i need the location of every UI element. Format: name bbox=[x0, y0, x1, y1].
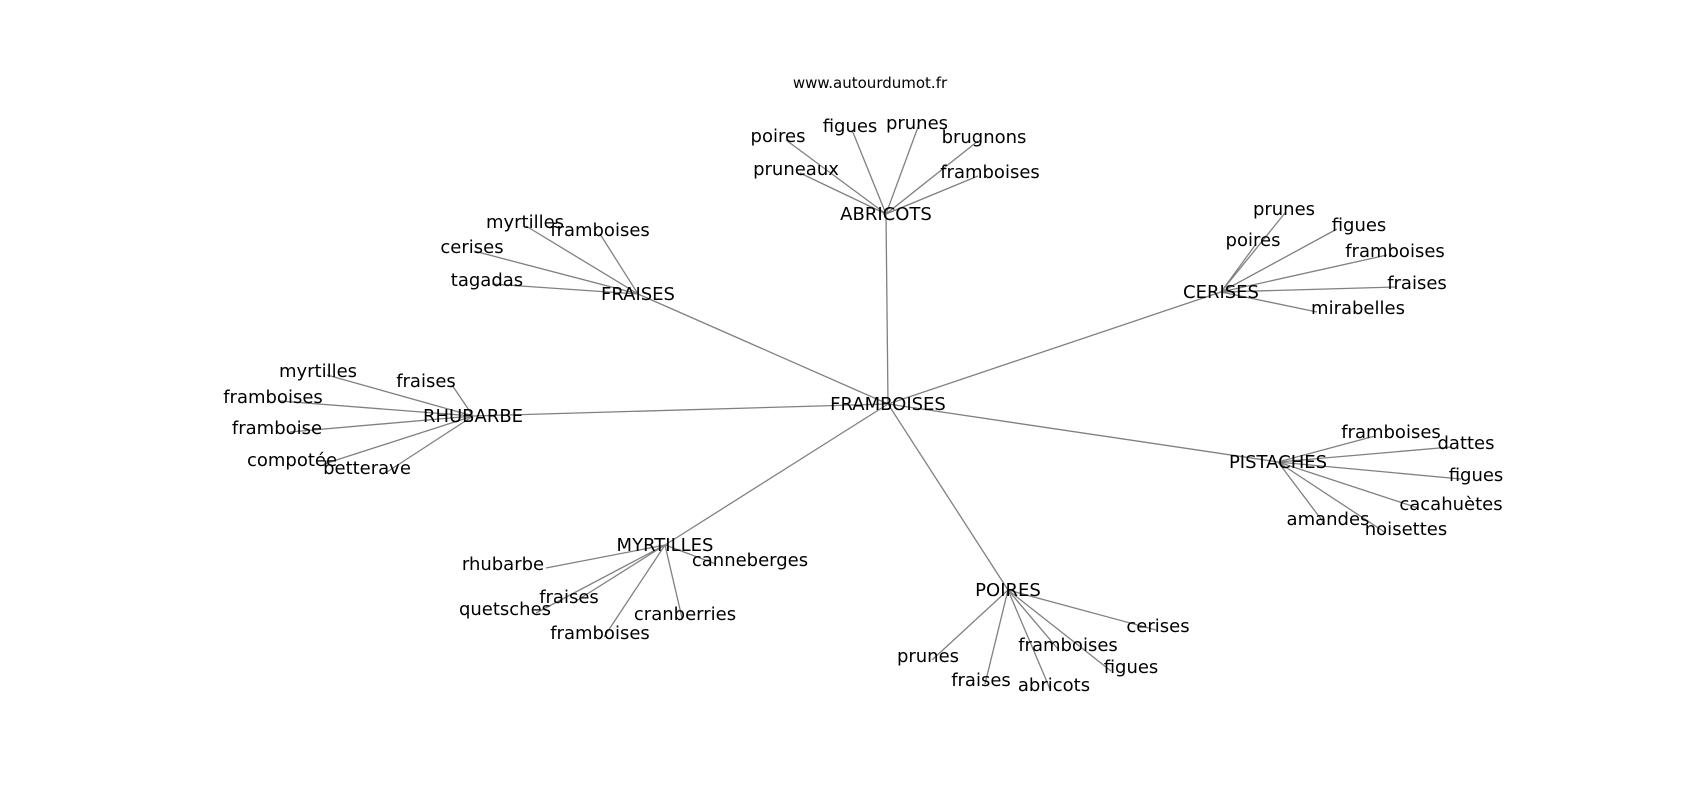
edge-myrtilles-3 bbox=[535, 544, 666, 614]
edge-poires-0 bbox=[1007, 589, 1157, 631]
leaf-node-label: cacahuètes bbox=[1399, 494, 1502, 515]
edge-rhubarbe-5 bbox=[386, 415, 474, 473]
leaf-node-label: figues bbox=[1332, 215, 1387, 236]
leaf-node-label: cerises bbox=[440, 237, 503, 258]
edge-cerises-1 bbox=[1220, 228, 1338, 293]
hub-node-label: FRAISES bbox=[601, 284, 675, 305]
leaf-node-label: tagadas bbox=[451, 270, 523, 291]
center-node-label: FRAMBOISES bbox=[830, 394, 946, 415]
edge-pistaches-5 bbox=[1277, 461, 1387, 534]
edge-cerises-3 bbox=[1220, 254, 1388, 293]
leaf-node-label: framboise bbox=[232, 418, 322, 439]
leaf-node-label: betterave bbox=[323, 458, 411, 479]
edge-poires-1 bbox=[1007, 589, 1059, 650]
edge-myrtilles-1 bbox=[664, 544, 717, 565]
leaf-node-label: pruneaux bbox=[753, 159, 839, 180]
leaf-node-label: poires bbox=[1226, 230, 1281, 251]
leaf-node-label: poires bbox=[751, 126, 806, 147]
leaf-node-label: cerises bbox=[1126, 616, 1189, 637]
leaf-node-label: framboises bbox=[1018, 635, 1118, 656]
hub-node-label: CERISES bbox=[1183, 282, 1259, 303]
leaf-node-label: amandes bbox=[1287, 509, 1370, 530]
leaf-node-label: cranberries bbox=[634, 604, 736, 625]
hub-node-label: ABRICOTS bbox=[840, 204, 932, 225]
leaf-node-label: prunes bbox=[897, 646, 959, 667]
edge-rhubarbe-0 bbox=[326, 374, 474, 417]
edge-poires-2 bbox=[1007, 589, 1112, 672]
edge-fraises-3 bbox=[491, 283, 639, 295]
leaf-node-label: framboises bbox=[1345, 241, 1445, 262]
edge-center-poires bbox=[887, 403, 1009, 591]
edge-abricots-1 bbox=[851, 129, 887, 215]
edge-fraises-2 bbox=[473, 250, 639, 295]
edge-pistaches-4 bbox=[1277, 461, 1325, 524]
hub-node-label: PISTACHES bbox=[1229, 452, 1327, 473]
leaf-node-label: prunes bbox=[1253, 199, 1315, 220]
leaf-node-label: framboises bbox=[1341, 422, 1441, 443]
hub-node-label: RHUBARBE bbox=[423, 406, 523, 427]
hub-node-label: MYRTILLES bbox=[617, 535, 714, 556]
edge-cerises-2 bbox=[1220, 243, 1257, 293]
hub-node-label: POIRES bbox=[975, 580, 1041, 601]
edge-poires-3 bbox=[931, 589, 1009, 661]
leaf-node-label: framboises bbox=[223, 387, 323, 408]
edge-fraises-0 bbox=[525, 225, 639, 295]
edge-rhubarbe-1 bbox=[451, 384, 474, 417]
leaf-node-label: figues bbox=[823, 116, 878, 137]
edge-rhubarbe-3 bbox=[289, 415, 474, 433]
leaf-node-label: rhubarbe bbox=[462, 554, 544, 575]
edge-abricots-2 bbox=[885, 126, 919, 215]
leaf-node-label: fraises bbox=[1387, 273, 1447, 294]
edge-rhubarbe-2 bbox=[279, 400, 474, 417]
edge-abricots-3 bbox=[885, 140, 979, 215]
leaf-node-label: figues bbox=[1449, 465, 1504, 486]
edge-poires-5 bbox=[1007, 589, 1051, 690]
edge-cerises-0 bbox=[1220, 212, 1286, 293]
source-watermark: www.autourdumot.fr bbox=[793, 74, 948, 92]
leaf-node-label: compotée bbox=[247, 450, 337, 471]
edge-center-myrtilles bbox=[664, 403, 889, 546]
edge-pistaches-2 bbox=[1277, 461, 1462, 480]
edge-center-pistaches bbox=[887, 403, 1279, 463]
edge-myrtilles-0 bbox=[545, 544, 666, 569]
leaf-node-label: dattes bbox=[1437, 433, 1494, 454]
leaf-node-label: framboises bbox=[940, 162, 1040, 183]
edge-cerises-5 bbox=[1220, 291, 1318, 313]
edge-rhubarbe-4 bbox=[323, 415, 474, 465]
leaf-node-label: myrtilles bbox=[486, 212, 564, 233]
leaf-node-label: abricots bbox=[1018, 675, 1090, 696]
leaf-node-label: brugnons bbox=[942, 127, 1027, 148]
leaf-node-label: noisettes bbox=[1365, 519, 1447, 540]
leaf-node-label: fraises bbox=[539, 587, 599, 608]
edge-poires-4 bbox=[984, 589, 1009, 685]
edge-center-cerises bbox=[887, 291, 1222, 405]
leaf-node-label: myrtilles bbox=[279, 361, 357, 382]
edges-layer bbox=[279, 126, 1462, 690]
leaf-node-label: fraises bbox=[396, 371, 456, 392]
edge-pistaches-0 bbox=[1277, 435, 1376, 463]
leaf-node-label: framboises bbox=[550, 220, 650, 241]
edge-center-fraises bbox=[637, 293, 889, 405]
leaf-node-label: prunes bbox=[886, 113, 948, 134]
leaf-node-label: quetsches bbox=[459, 599, 551, 620]
edge-abricots-0 bbox=[785, 139, 887, 215]
edge-center-abricots bbox=[885, 213, 889, 405]
edge-myrtilles-5 bbox=[603, 544, 666, 638]
edge-myrtilles-4 bbox=[664, 544, 683, 619]
edge-pistaches-3 bbox=[1277, 461, 1419, 509]
leaf-node-label: canneberges bbox=[692, 550, 808, 571]
edge-fraises-1 bbox=[599, 233, 639, 295]
edge-myrtilles-2 bbox=[575, 544, 666, 602]
leaf-node-label: fraises bbox=[951, 670, 1011, 691]
edge-center-rhubarbe bbox=[472, 403, 889, 417]
leaf-node-label: mirabelles bbox=[1311, 298, 1405, 319]
edge-cerises-4 bbox=[1220, 286, 1397, 293]
leaf-node-label: figues bbox=[1104, 657, 1159, 678]
edge-abricots-5 bbox=[885, 175, 979, 215]
edge-abricots-4 bbox=[799, 172, 887, 215]
leaf-node-label: framboises bbox=[550, 623, 650, 644]
edge-pistaches-1 bbox=[1277, 446, 1452, 463]
